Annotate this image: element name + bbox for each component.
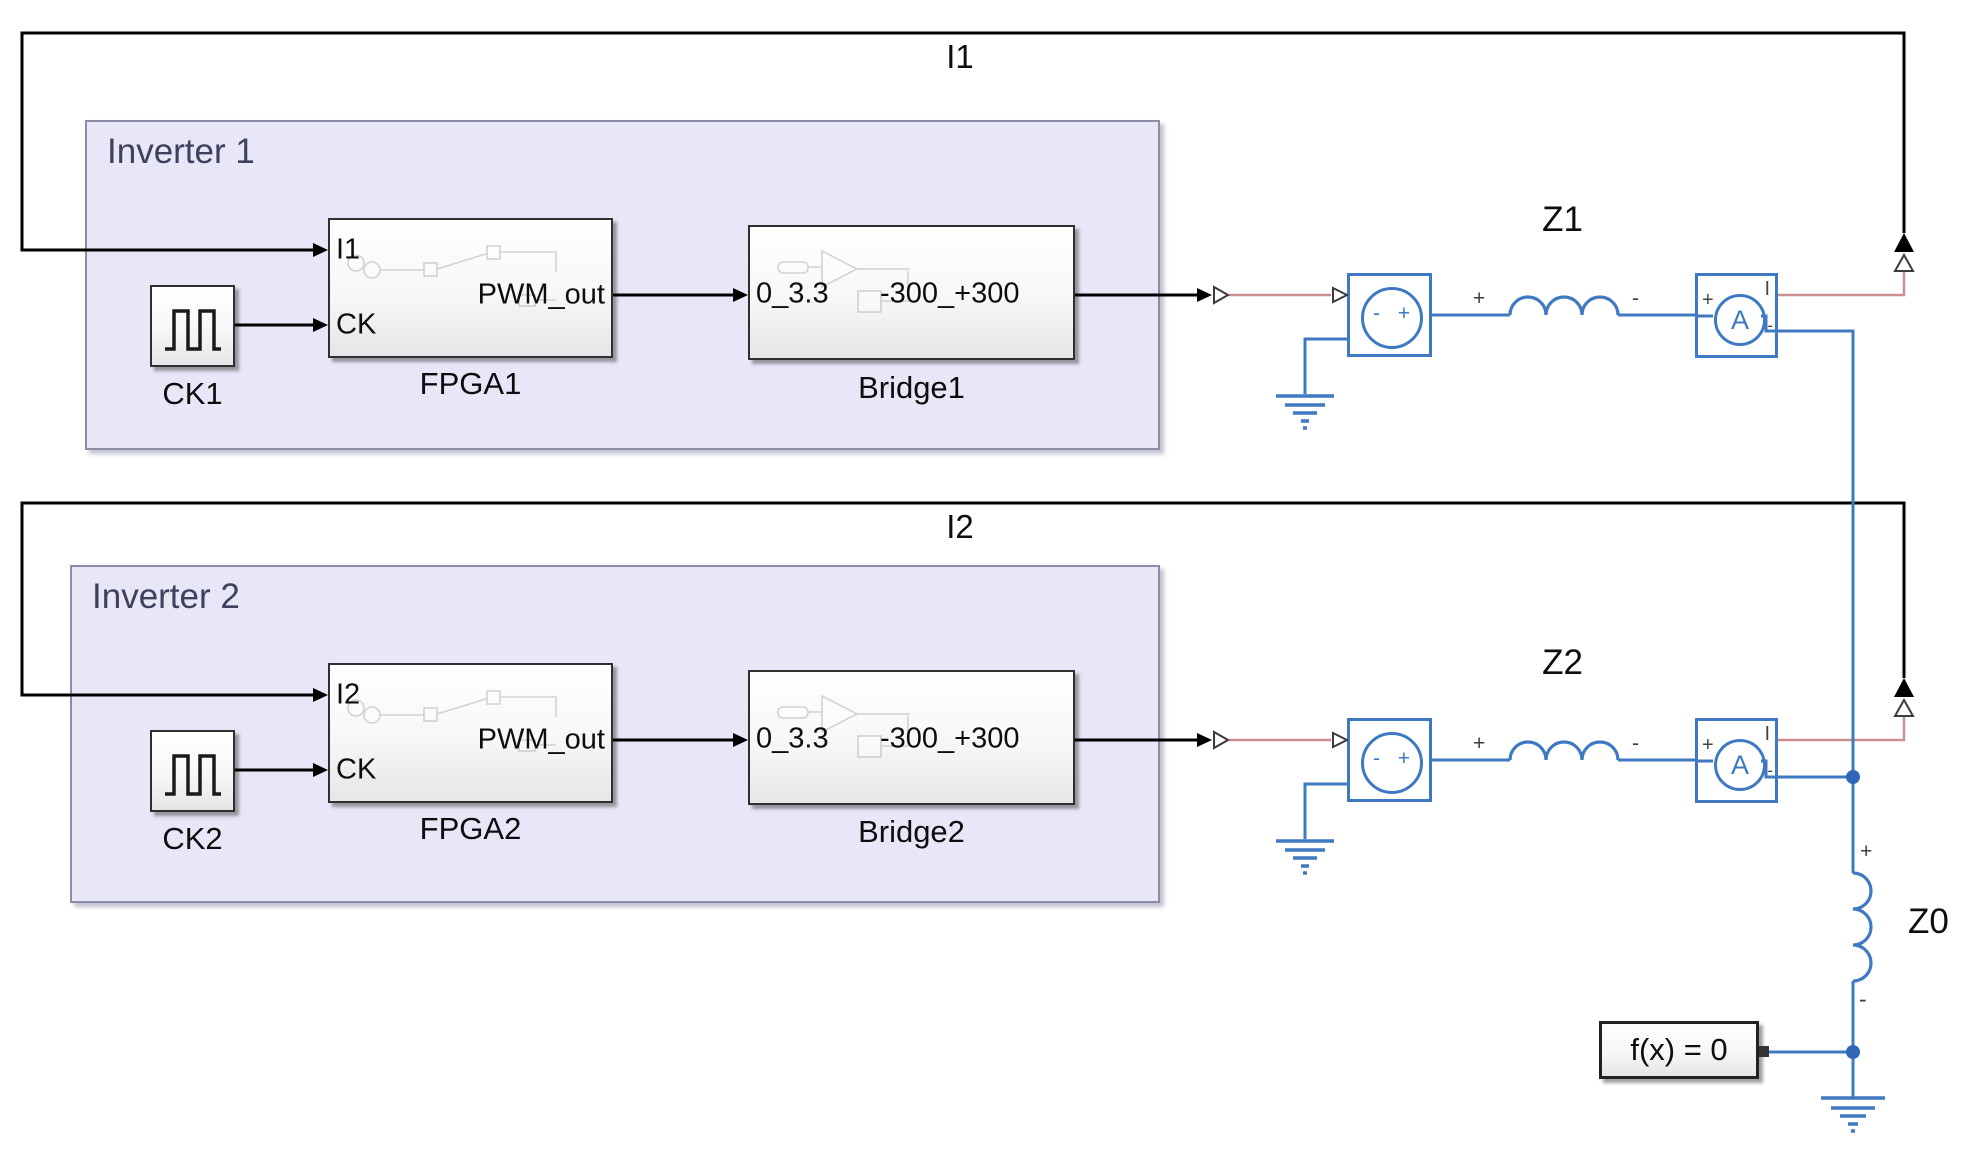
simulink-ps-converter1[interactable] — [1213, 285, 1231, 305]
fpga2-port-ck: CK — [336, 753, 377, 786]
ammeter2-current-port-label: I — [1764, 723, 1770, 745]
simulink-ps-converter2[interactable] — [1213, 730, 1231, 750]
z0-inductor[interactable] — [1852, 871, 1873, 983]
fpga2-port-pwm-out: PWM_out — [477, 723, 605, 756]
voltage-source2-circle-icon — [1361, 732, 1423, 794]
z1-inductor[interactable] — [1508, 295, 1620, 316]
z2-label: Z2 — [1542, 643, 1583, 682]
i1-feedback-label: I1 — [946, 38, 974, 75]
bridge1-port-in: 0_3.3 — [756, 277, 829, 310]
z2-inductor[interactable] — [1508, 740, 1620, 761]
source2-minus-sign: - — [1373, 747, 1380, 771]
inverter2-title: Inverter 2 — [92, 577, 240, 616]
z1-label: Z1 — [1542, 200, 1583, 239]
junction-node-1 — [1846, 770, 1860, 784]
bridge2-port-in: 0_3.3 — [756, 722, 829, 755]
source1-minus-sign: - — [1373, 302, 1380, 326]
ammeter1-plus-sign: + — [1702, 289, 1714, 311]
voltage-source1-circle-icon — [1361, 287, 1423, 349]
fpga2-port-i2: I2 — [336, 678, 361, 711]
ammeter1-block[interactable]: A + I - — [1695, 273, 1778, 358]
ammeter2-block[interactable]: A + I - — [1695, 718, 1778, 803]
z2-plus-label: + — [1473, 732, 1486, 755]
solver-label: f(x) = 0 — [1630, 1032, 1728, 1067]
ground1-symbol[interactable] — [1276, 394, 1334, 430]
clock2-name-label: CK2 — [162, 821, 223, 856]
ammeter2-plus-sign: + — [1702, 734, 1714, 756]
clock1-name-label: CK1 — [162, 376, 223, 411]
source2-ground-wire[interactable] — [1303, 782, 1347, 839]
inverter1-title: Inverter 1 — [107, 132, 255, 171]
controlled-voltage-source1-block[interactable]: - + — [1347, 273, 1432, 357]
source1-input-arrow — [1332, 286, 1350, 304]
clock1-pulse-generator-block[interactable] — [150, 285, 235, 367]
source1-plus-sign: + — [1397, 302, 1410, 326]
ammeter2-circle-icon: A — [1714, 739, 1766, 791]
bridge2-port-out: -300_+300 — [880, 722, 1020, 755]
fpga1-port-ck: CK — [336, 308, 377, 341]
ammeter1-minus-sign: - — [1767, 316, 1773, 335]
ammeter1-circle-icon: A — [1714, 294, 1766, 346]
bridge1-port-out: -300_+300 — [880, 277, 1020, 310]
ground3-symbol[interactable] — [1821, 1096, 1885, 1133]
arrowhead — [1197, 733, 1212, 747]
ammeter2-ps-output-wire[interactable] — [1778, 717, 1906, 742]
fpga1-port-pwm-out: PWM_out — [477, 278, 605, 311]
ammeter1-ps-output-wire[interactable] — [1778, 272, 1906, 297]
z1-minus-label: - — [1632, 287, 1639, 310]
bridge2-name-label: Bridge2 — [858, 814, 965, 849]
z0-plus-label: + — [1860, 840, 1873, 863]
fpga1-port-i1: I1 — [336, 233, 361, 266]
ammeter2-letter: A — [1730, 749, 1749, 780]
source2-input-arrow — [1332, 731, 1350, 749]
controlled-voltage-source2-block[interactable]: - + — [1347, 718, 1432, 802]
ammeter1-letter: A — [1730, 304, 1749, 335]
ground2-symbol[interactable] — [1276, 839, 1334, 875]
clock2-pulse-generator-block[interactable] — [150, 730, 235, 812]
arrowhead — [1197, 288, 1212, 302]
i2-feedback-label: I2 — [946, 508, 974, 545]
z0-minus-label: - — [1859, 986, 1867, 1012]
solver-port-stub — [1759, 1046, 1769, 1057]
ammeter1-minus-wire[interactable] — [1778, 329, 1855, 777]
z2-minus-label: - — [1632, 732, 1639, 755]
z1-plus-label: + — [1473, 287, 1486, 310]
junction-node-2 — [1846, 1045, 1860, 1059]
solver-configuration-block[interactable]: f(x) = 0 — [1599, 1021, 1759, 1079]
ammeter2-minus-sign: - — [1767, 761, 1773, 780]
fpga2-name-label: FPGA2 — [419, 811, 522, 846]
ps-simulink-converter1[interactable] — [1893, 233, 1915, 272]
z0-label: Z0 — [1908, 902, 1949, 941]
bridge1-name-label: Bridge1 — [858, 370, 965, 405]
source2-plus-sign: + — [1397, 747, 1410, 771]
ammeter1-current-port-label: I — [1764, 278, 1770, 300]
fpga1-name-label: FPGA1 — [419, 366, 522, 401]
ps-simulink-converter2[interactable] — [1893, 678, 1915, 717]
source1-ground-wire[interactable] — [1303, 337, 1347, 394]
